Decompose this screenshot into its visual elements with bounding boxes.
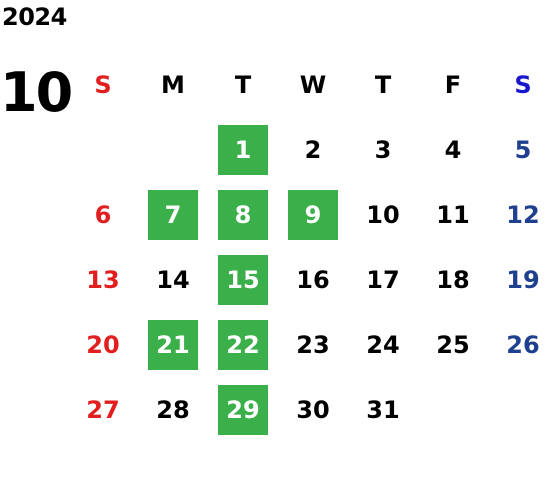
day-cell-3[interactable]: 3 (374, 136, 392, 164)
empty-day-cell (498, 385, 548, 435)
day-cell-8[interactable]: 8 (218, 190, 268, 240)
day-cell-19[interactable]: 19 (506, 266, 540, 294)
weekday-header-monday: M (161, 71, 185, 99)
empty-day-cell (78, 125, 128, 175)
day-cell-29[interactable]: 29 (218, 385, 268, 435)
day-cell-30[interactable]: 30 (296, 396, 330, 424)
weekday-header-wednesday: W (299, 71, 327, 99)
week-row: 13 14 15 16 17 18 19 (68, 255, 548, 305)
weekday-header-sunday: S (94, 71, 112, 99)
weekday-header-row: S M T W T F S (68, 60, 548, 110)
day-cell-4[interactable]: 4 (444, 136, 462, 164)
weekday-header-thursday: T (374, 71, 392, 99)
day-cell-6[interactable]: 6 (94, 201, 112, 229)
empty-day-cell (148, 125, 198, 175)
week-row: 20 21 22 23 24 25 26 (68, 320, 548, 370)
day-cell-23[interactable]: 23 (296, 331, 330, 359)
day-cell-11[interactable]: 11 (436, 201, 470, 229)
day-cell-14[interactable]: 14 (156, 266, 190, 294)
day-cell-7[interactable]: 7 (148, 190, 198, 240)
month-number: 10 (0, 61, 73, 124)
day-cell-21[interactable]: 21 (148, 320, 198, 370)
day-cell-13[interactable]: 13 (86, 266, 120, 294)
day-cell-31[interactable]: 31 (366, 396, 400, 424)
day-cell-2[interactable]: 2 (304, 136, 322, 164)
empty-day-cell (428, 385, 478, 435)
day-cell-25[interactable]: 25 (436, 331, 470, 359)
day-cell-9[interactable]: 9 (288, 190, 338, 240)
day-cell-1[interactable]: 1 (218, 125, 268, 175)
day-cell-24[interactable]: 24 (366, 331, 400, 359)
day-cell-10[interactable]: 10 (366, 201, 400, 229)
day-cell-20[interactable]: 20 (86, 331, 120, 359)
weekday-header-tuesday: T (234, 71, 252, 99)
day-cell-27[interactable]: 27 (86, 396, 120, 424)
day-cell-28[interactable]: 28 (156, 396, 190, 424)
day-cell-22[interactable]: 22 (218, 320, 268, 370)
day-cell-17[interactable]: 17 (366, 266, 400, 294)
day-cell-5[interactable]: 5 (514, 136, 532, 164)
day-cell-26[interactable]: 26 (506, 331, 540, 359)
weekday-header-saturday: S (514, 71, 532, 99)
day-cell-18[interactable]: 18 (436, 266, 470, 294)
week-row: 1 2 3 4 5 (68, 125, 548, 175)
week-row: 27 28 29 30 31 (68, 385, 548, 435)
year-label: 2024 (2, 3, 67, 31)
weekday-header-friday: F (444, 71, 462, 99)
day-cell-12[interactable]: 12 (506, 201, 540, 229)
day-cell-15[interactable]: 15 (218, 255, 268, 305)
day-cell-16[interactable]: 16 (296, 266, 330, 294)
